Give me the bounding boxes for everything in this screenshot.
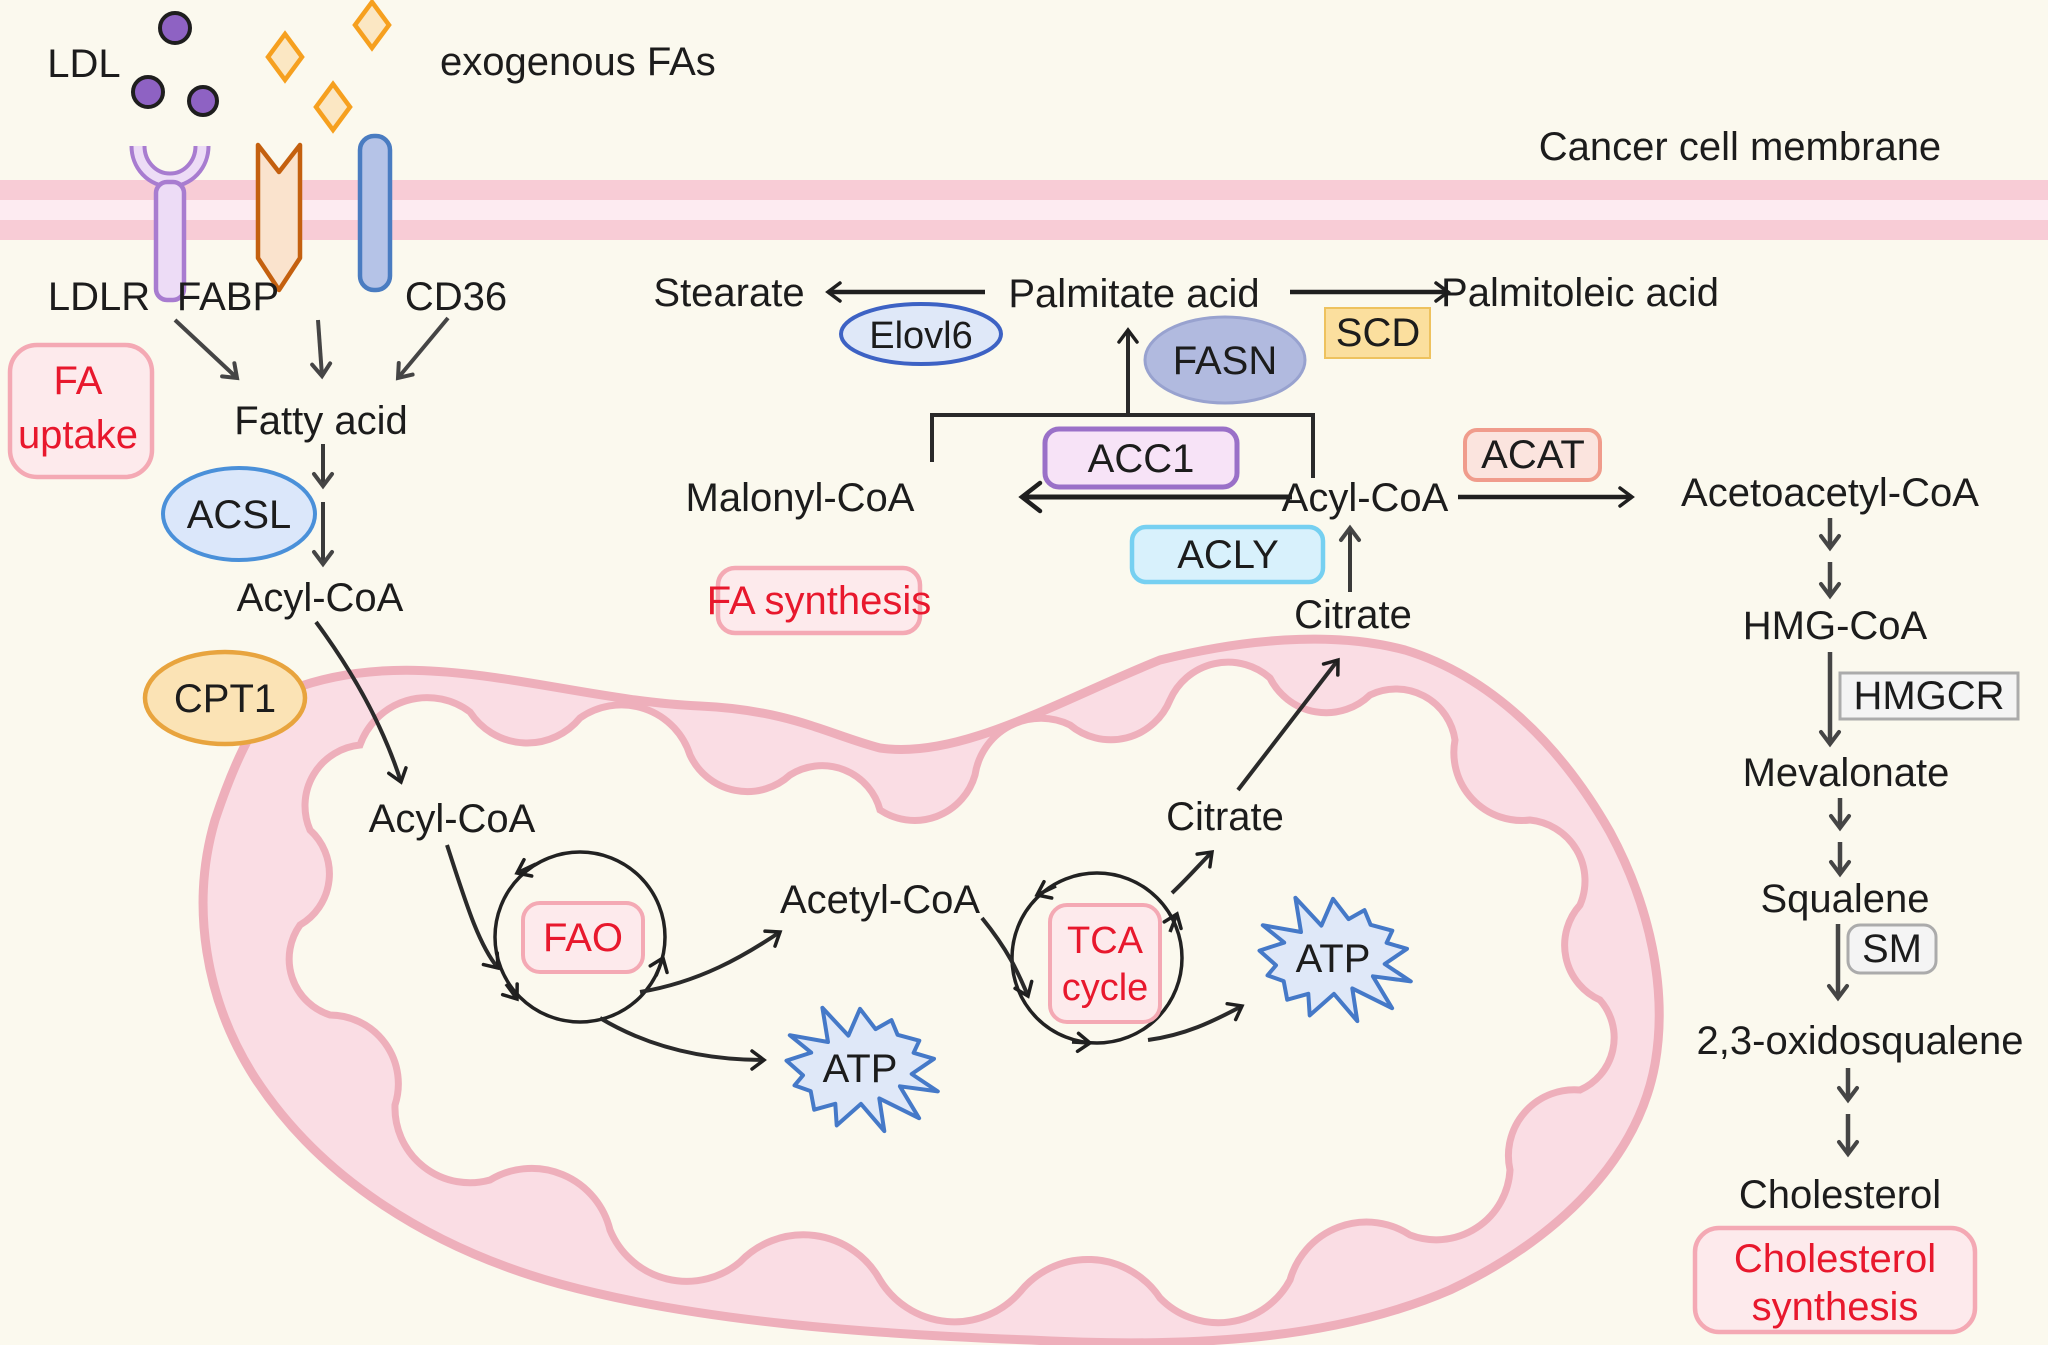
- cpt1-enzyme-ellipse: [142, 649, 308, 747]
- ldl-label: LDL: [47, 42, 120, 86]
- stearate-label: Stearate: [653, 271, 804, 315]
- tca-cycle-arrowhead: [1034, 879, 1057, 900]
- acyl-coa-mito-label: Acyl-CoA: [369, 797, 536, 841]
- fao-cycle-arrowhead: [514, 857, 537, 878]
- fabp-to-fatty-acid-arrow: [310, 319, 333, 380]
- hmgcr-enzyme-box: [1838, 671, 2020, 721]
- fa-uptake-box: [7, 342, 155, 480]
- fao-cycle-circle: [493, 850, 667, 1024]
- membrane-label: Cancer cell membrane: [1539, 125, 1941, 169]
- acat-enzyme-box: [1463, 428, 1602, 482]
- membrane-inner-leaflet: [0, 220, 2048, 240]
- acyl-coa-cytosol-label: Acyl-CoA: [1282, 476, 1449, 520]
- cholesterol-synthesis-box: [1692, 1225, 1978, 1335]
- tca-to-atp-arrow: [1147, 1001, 1245, 1042]
- ldlr-stem: [153, 179, 187, 303]
- hmgcr-label: HMGCR: [1853, 674, 2004, 718]
- fao-box: [521, 901, 645, 974]
- acly-enzyme-box: [1129, 524, 1326, 585]
- elovl6-label: Elovl6: [869, 315, 973, 357]
- fabp-transporter-icon: [255, 142, 303, 293]
- fao-to-acetylcoa-arrow: [639, 929, 783, 994]
- fa-synthesis-box: [715, 565, 923, 636]
- fasn-enzyme-ellipse: [1143, 315, 1307, 405]
- ldlr-receptor-icon: [129, 145, 211, 303]
- acylcoa-into-mito-arrow: [314, 620, 408, 785]
- sm-label: SM: [1862, 927, 1922, 971]
- cd36-transporter-icon: [357, 133, 393, 293]
- ldl-particles: [131, 11, 219, 117]
- hmg-coa-label: HMG-CoA: [1743, 604, 1928, 648]
- citrate-cytosol-label: Citrate: [1294, 593, 1412, 637]
- cd36-to-fatty-acid-arrow: [395, 316, 450, 381]
- fatty-acid-diamonds: [265, 0, 392, 134]
- scd-label: SCD: [1336, 311, 1420, 355]
- acc1-label: ACC1: [1088, 437, 1195, 481]
- palmitoleic-acid-label: Palmitoleic acid: [1441, 271, 1719, 315]
- fa-diamond-icon: [265, 30, 305, 84]
- tca-to-citrate-arrow: [1170, 849, 1215, 895]
- atp-left-label: ATP: [823, 1047, 898, 1091]
- tca-label-line2: cycle: [1062, 967, 1149, 1009]
- fao-label: FAO: [543, 916, 623, 960]
- mitochondrion: [198, 634, 1664, 1345]
- fa-diamond-icon: [313, 80, 353, 134]
- tca-cycle-arrowhead: [1162, 911, 1183, 933]
- fa-uptake-line2: uptake: [18, 413, 138, 457]
- membrane-outer-leaflet: [0, 180, 2048, 200]
- ldlr-label: LDLR: [48, 275, 150, 319]
- ldlr-to-fatty-acid-arrow: [173, 318, 240, 381]
- cpt1-label: CPT1: [174, 677, 276, 721]
- fa-uptake-line1: FA: [54, 359, 103, 403]
- fasn-elbow-connector: [930, 413, 1315, 478]
- fatty-acid-label: Fatty acid: [234, 399, 407, 443]
- ldl-particle-icon: [187, 85, 219, 117]
- mevalonate-label: Mevalonate: [1743, 751, 1950, 795]
- cd36-label: CD36: [405, 275, 507, 319]
- oxidosqualene-label: 2,3-oxidosqualene: [1697, 1019, 2024, 1063]
- atp-right-label: ATP: [1296, 937, 1371, 981]
- cholesterol-synthesis-line1: Cholesterol: [1734, 1237, 1936, 1281]
- acsl-label: ACSL: [187, 493, 292, 537]
- acetoacetyl-coa-label: Acetoacetyl-CoA: [1681, 471, 1979, 515]
- ldl-particle-icon: [158, 11, 192, 45]
- fabp-label: FABP: [177, 275, 279, 319]
- fao-cycle-arrowhead: [500, 982, 519, 1002]
- cholesterol-label: Cholesterol: [1739, 1173, 1941, 1217]
- malonyl-coa-label: Malonyl-CoA: [686, 476, 915, 520]
- palmitate-acid-label: Palmitate acid: [1008, 272, 1259, 316]
- acsl-enzyme-ellipse: [161, 466, 317, 562]
- fao-cycle-arrowhead: [648, 955, 669, 977]
- mitochondrion-inner-membrane: [285, 658, 1618, 1327]
- acetyl-coa-label: Acetyl-CoA: [780, 878, 980, 922]
- acly-label: ACLY: [1177, 533, 1279, 577]
- squalene-label: Squalene: [1760, 877, 1929, 921]
- acyl-coa-cytosol-left-label: Acyl-CoA: [237, 576, 404, 620]
- citrate-mito-label: Citrate: [1166, 795, 1284, 839]
- acetylcoa-to-tca-arrow: [980, 916, 1034, 999]
- membrane-core: [0, 200, 2048, 220]
- elovl6-enzyme-ellipse: [839, 302, 1003, 366]
- atp-starburst-icon: [1257, 895, 1413, 1024]
- sm-enzyme-box: [1846, 923, 1938, 975]
- tca-cycle-arrowhead: [1071, 1031, 1093, 1054]
- acc1-enzyme-box: [1042, 426, 1240, 490]
- citrate-export-arrow: [1236, 657, 1340, 792]
- fa-diamond-icon: [352, 0, 392, 52]
- fa-synthesis-label: FA synthesis: [707, 579, 932, 623]
- acat-label: ACAT: [1481, 433, 1585, 477]
- tca-label-line1: TCA: [1067, 920, 1144, 962]
- ldl-particle-icon: [131, 75, 165, 109]
- fasn-label: FASN: [1173, 339, 1277, 383]
- cholesterol-synthesis-line2: synthesis: [1752, 1285, 1919, 1329]
- scd-enzyme-box: [1324, 307, 1431, 359]
- tca-box: [1048, 903, 1162, 1024]
- atp-starburst-icon: [784, 1005, 940, 1134]
- fao-to-atp-arrow: [598, 1016, 767, 1071]
- acylcoa-to-fao-arrow: [445, 844, 500, 971]
- exogenous-fas-label: exogenous FAs: [440, 40, 716, 84]
- cell-membrane: [0, 180, 2048, 240]
